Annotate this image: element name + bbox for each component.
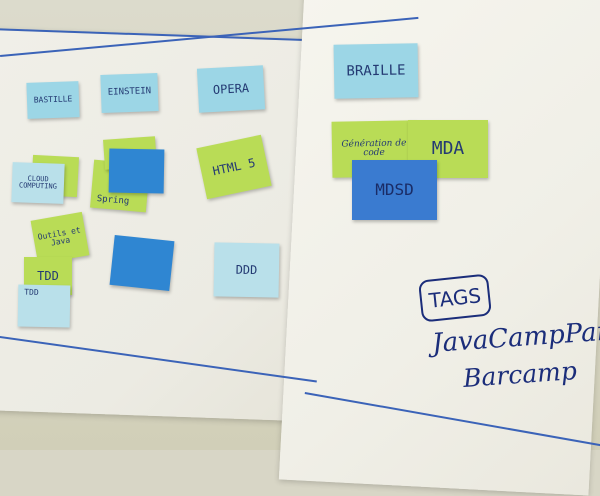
sticky-note-label: Génération de code [341,137,407,159]
tags-box: TAGS [417,273,493,323]
sticky-note-label: CLOUD COMPUTING [18,174,57,191]
sticky-note-opera[interactable]: OPERA [196,65,266,113]
sticky-note-bastille[interactable]: BASTILLE [26,81,80,119]
sticky-note-label: MDSD [375,179,414,199]
sticky-note-ddd[interactable]: DDD [213,242,280,298]
sticky-note-label: BRAILLE [346,62,406,80]
sticky-note-label: TDD [24,287,39,297]
sticky-note-tdd-cyan[interactable]: TDD [17,284,71,328]
sticky-note-label: EINSTEIN [107,86,152,99]
sticky-note-label: Spring [96,193,130,207]
sticky-note-label: BASTILLE [33,94,73,105]
sticky-note-mdsd[interactable]: MDSD [352,160,437,220]
sticky-note-braille[interactable]: BRAILLE [333,43,419,99]
sticky-note-label: HTML 5 [211,155,257,179]
paper-sheet-right [278,0,600,496]
sticky-note-cloud-computing[interactable]: CLOUD COMPUTING [11,162,65,204]
sticky-note-label: OPERA [212,80,250,97]
sticky-note-einstein[interactable]: EINSTEIN [100,73,159,113]
sticky-note-label: TDD [37,268,59,283]
sticky-note-blue-overlap[interactable] [108,148,165,194]
tags-label: TAGS [427,283,483,313]
sticky-note-label: MDA [431,137,465,159]
sticky-note-blue-scribble[interactable] [109,235,175,291]
sticky-note-label: Outils et Java [37,224,82,248]
sticky-note-label: DDD [235,262,258,277]
